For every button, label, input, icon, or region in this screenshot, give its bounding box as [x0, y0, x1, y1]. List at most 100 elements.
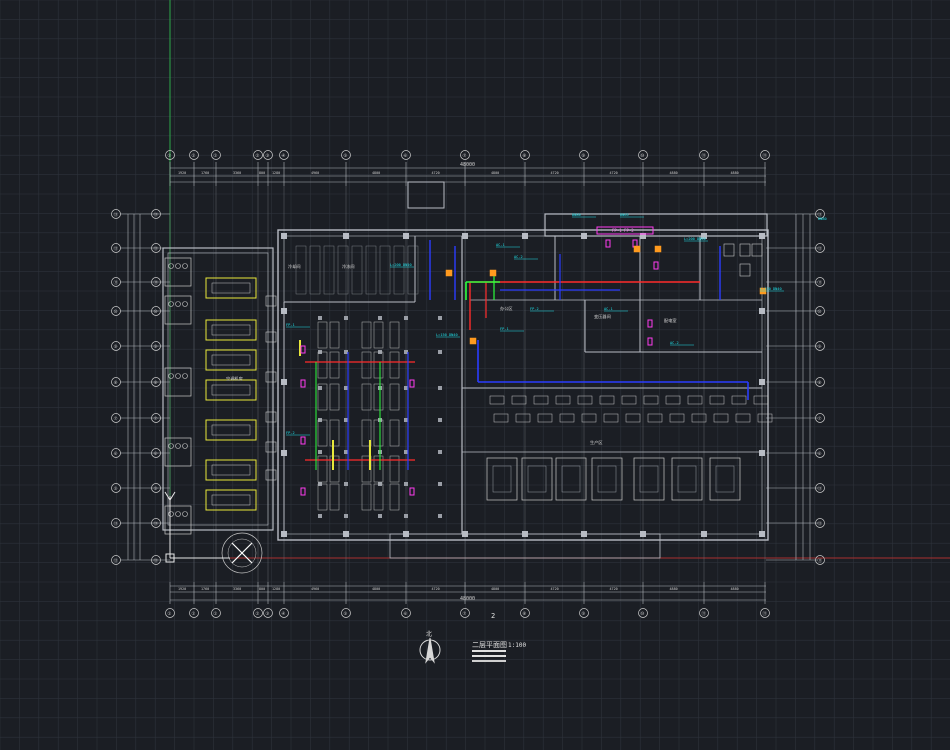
column-pillar [404, 418, 408, 422]
hvac-pipe-runs [299, 226, 767, 496]
bottom-total-dimension: 48000 [460, 596, 475, 602]
ac-unit [739, 263, 751, 277]
cold-storage-unit-inner [211, 354, 251, 366]
valve-marker [300, 487, 306, 496]
column-pillar [281, 379, 287, 385]
grid-bubble [151, 413, 161, 423]
grid-bubble [520, 608, 530, 618]
production-machine-core [677, 465, 697, 493]
column-pillar [438, 482, 442, 486]
column-pillar [344, 482, 348, 486]
column-pillar [378, 514, 382, 518]
grid-bubble [151, 555, 161, 565]
grid-bubble-label: ① [167, 611, 172, 617]
drawing-title: 二层平面图 [472, 641, 507, 649]
grid-bubble [401, 150, 411, 160]
room-label: 办公区 [500, 305, 513, 312]
column-pillar [403, 531, 409, 537]
ac-unit [723, 243, 735, 257]
column-pillar [318, 316, 322, 320]
column-pillar [581, 531, 587, 537]
grid-bubble-label: ⑥ [403, 153, 408, 159]
valve-marker [647, 337, 653, 346]
cold-storage-unit [205, 489, 257, 511]
cold-storage-unit-inner [211, 464, 251, 476]
grid-bubble [341, 150, 351, 160]
dimension-text: 1280 [272, 171, 280, 175]
compressor-fan [175, 301, 181, 307]
conveyor-segment [555, 395, 571, 405]
grid-bubble [151, 518, 161, 528]
cold-storage-unit-inner [211, 494, 251, 506]
column-pillar [403, 233, 409, 239]
column-pillar [462, 233, 468, 239]
dimension-text: 4720 [610, 171, 618, 175]
cold-storage-unit [205, 379, 257, 401]
column-pillar [344, 514, 348, 518]
grid-bubble-label: ⑩ [114, 309, 119, 315]
production-machine [633, 457, 665, 501]
conveyor-segment [577, 395, 593, 405]
compressor-fan [168, 301, 174, 307]
dimension-text: 4800 [372, 171, 380, 175]
cold-storage-unit [205, 459, 257, 481]
grid-bubble [815, 555, 825, 565]
conveyor-segment [493, 413, 509, 423]
dimension-text: 800 [259, 587, 265, 591]
grid-bubble [263, 608, 273, 618]
equipment-marker [489, 269, 497, 277]
compressor-fan [168, 263, 174, 269]
grid-bubble-label: ⑫ [114, 245, 119, 252]
processing-table [329, 351, 340, 379]
column-pillar [759, 450, 765, 456]
cold-storage-unit [205, 349, 257, 371]
column-pillar [438, 450, 442, 454]
grid-bubble [165, 608, 175, 618]
column-pillar [438, 316, 442, 320]
column-pillar [404, 386, 408, 390]
cold-storage-unit [205, 319, 257, 341]
processing-table [317, 351, 328, 379]
compressor-fan [175, 511, 181, 517]
dimension-text: 3360 [233, 171, 241, 175]
top-total-dimension: 48000 [460, 162, 475, 168]
grid-bubble-label: ⑪ [762, 610, 767, 617]
grid-bubble-label: ⑧ [114, 380, 119, 386]
dimension-text: 4960 [311, 587, 319, 591]
water-tank-inner [227, 538, 257, 568]
pipe-annotation: L=150 DN40 [760, 287, 782, 291]
pipe-annotation: L=200 DN50 [390, 263, 412, 267]
production-machine [671, 457, 703, 501]
processing-table [373, 455, 384, 483]
grid-bubble-label: ⑤ [343, 153, 348, 159]
dimension-text: 4960 [311, 171, 319, 175]
pipe-annotation: DN80 [572, 213, 581, 217]
grid-bubble [111, 306, 121, 316]
grid-bubble [151, 483, 161, 493]
pipe-annotation: FP-1 [500, 327, 509, 331]
grid-bubble [111, 555, 121, 565]
cold-storage-unit-inner [211, 282, 251, 294]
grid-bubble-label: ⑦ [462, 611, 467, 617]
compressor-fan [182, 443, 188, 449]
conveyor-segment [757, 413, 773, 423]
processing-table [389, 455, 400, 483]
pipe-schedule-label: FP-1 FP-2 [612, 228, 634, 233]
grid-bubble-label: ⑤ [114, 486, 119, 492]
conveyor-segment [643, 395, 659, 405]
grid-bubble-label: ⑪ [701, 610, 706, 617]
grid-bubble-label: ⑥ [114, 451, 119, 457]
north-arrow-label: 北 [426, 630, 432, 638]
pipe-annotation: AC-2 [670, 341, 679, 345]
valve-marker [409, 379, 415, 388]
grid-bubble [460, 150, 470, 160]
column-pillar [438, 350, 442, 354]
grid-bubble-label: ⑪ [701, 152, 706, 159]
compressor-fan [175, 443, 181, 449]
grid-bubble [279, 150, 289, 160]
column-pillar [640, 531, 646, 537]
conveyor-segment [735, 413, 751, 423]
compressor-rack [164, 257, 192, 287]
grid-bubble-label: ⑨ [818, 344, 823, 350]
